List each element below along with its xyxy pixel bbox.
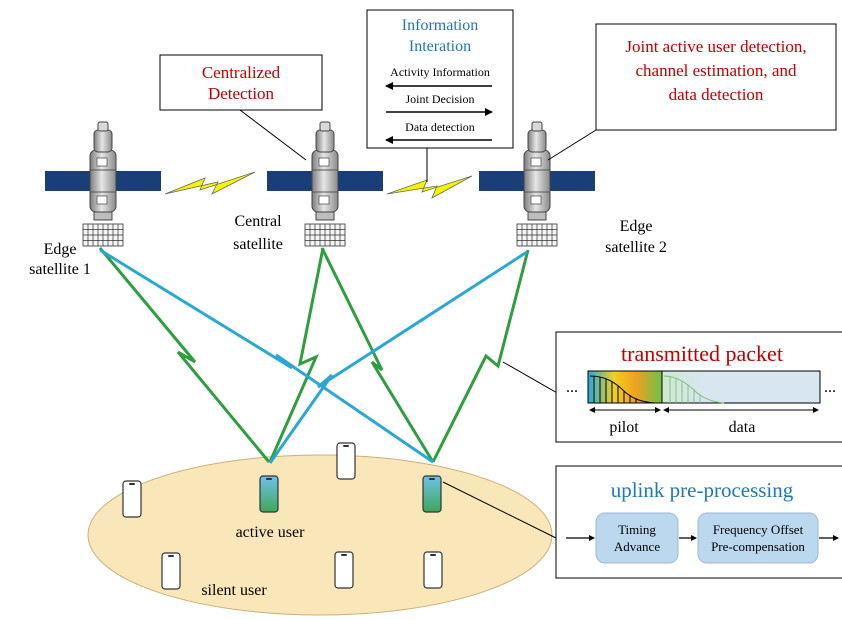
pilot-waveform — [589, 375, 656, 404]
frequency-line1: Frequency Offset — [713, 522, 804, 537]
centralized-line2: Detection — [208, 84, 275, 103]
silent-phone-1 — [122, 480, 142, 518]
centralized-pointer — [239, 109, 307, 161]
activity-info-label: Activity Information — [390, 65, 490, 79]
link-edge2-active — [268, 250, 528, 464]
edge1-label-line1: Edge — [44, 241, 77, 258]
edge2-label-line1: Edge — [620, 218, 653, 235]
radio-links — [98, 247, 530, 464]
preprocessing-title: uplink pre-processing — [611, 478, 794, 502]
pilot-segment — [587, 370, 663, 404]
ground-region — [87, 454, 553, 616]
joint-line2: channel estimation, and — [636, 61, 797, 80]
silent-user-label: silent user — [201, 582, 267, 599]
centralized-callout-box — [159, 54, 323, 111]
data-label: data — [729, 419, 756, 436]
packet-ellipsis-left: ... — [566, 379, 578, 396]
frequency-offset-box — [697, 512, 819, 564]
data-segment — [661, 370, 821, 404]
timing-line2: Advance — [614, 539, 660, 554]
link-edge1-right — [99, 248, 434, 464]
silent-phone-4 — [334, 551, 354, 589]
data-waveform — [663, 375, 725, 404]
active-phone-right — [422, 475, 442, 513]
frequency-line2: Pre-compensation — [711, 539, 805, 554]
silent-phone-3 — [161, 552, 181, 590]
packet-title: transmitted packet — [621, 341, 783, 366]
packet-ellipsis-right: ... — [824, 379, 836, 396]
information-title-line2: Interation — [409, 38, 471, 55]
link-central-active — [268, 247, 325, 463]
central-label-line1: Central — [234, 213, 282, 230]
information-callout-box — [366, 9, 514, 149]
edge1-label-line2: satellite 1 — [29, 261, 91, 278]
joint-decision-label: Joint Decision — [406, 92, 475, 106]
joint-line3: data detection — [669, 85, 764, 104]
joint-line1: Joint active user detection, — [625, 37, 806, 56]
isl-bolt-right — [386, 175, 473, 199]
information-title-line1: Information — [402, 17, 478, 34]
timing-advance-box — [595, 512, 679, 564]
link-central-right — [320, 247, 435, 463]
data-detection-label: Data detection — [405, 120, 475, 134]
pilot-label: pilot — [609, 419, 639, 436]
timing-line1: Timing — [618, 522, 656, 537]
centralized-line1: Centralized — [202, 63, 281, 82]
silent-phone-2 — [336, 442, 356, 480]
silent-phone-5 — [423, 551, 443, 589]
central-label-line2: satellite — [233, 236, 283, 253]
edge2-label-line2: satellite 2 — [605, 239, 667, 256]
joint-callout-box — [595, 23, 837, 131]
satellite-central — [266, 121, 384, 247]
link-edge2-right — [431, 249, 530, 463]
active-phone-left — [259, 475, 279, 513]
active-user-label: active user — [236, 524, 306, 541]
link-edge1-active — [98, 247, 271, 463]
isl-bolt-left — [164, 171, 256, 195]
preprocessing-pointer — [442, 481, 561, 541]
satellite-edge1 — [44, 121, 162, 247]
joint-pointer — [547, 129, 597, 161]
